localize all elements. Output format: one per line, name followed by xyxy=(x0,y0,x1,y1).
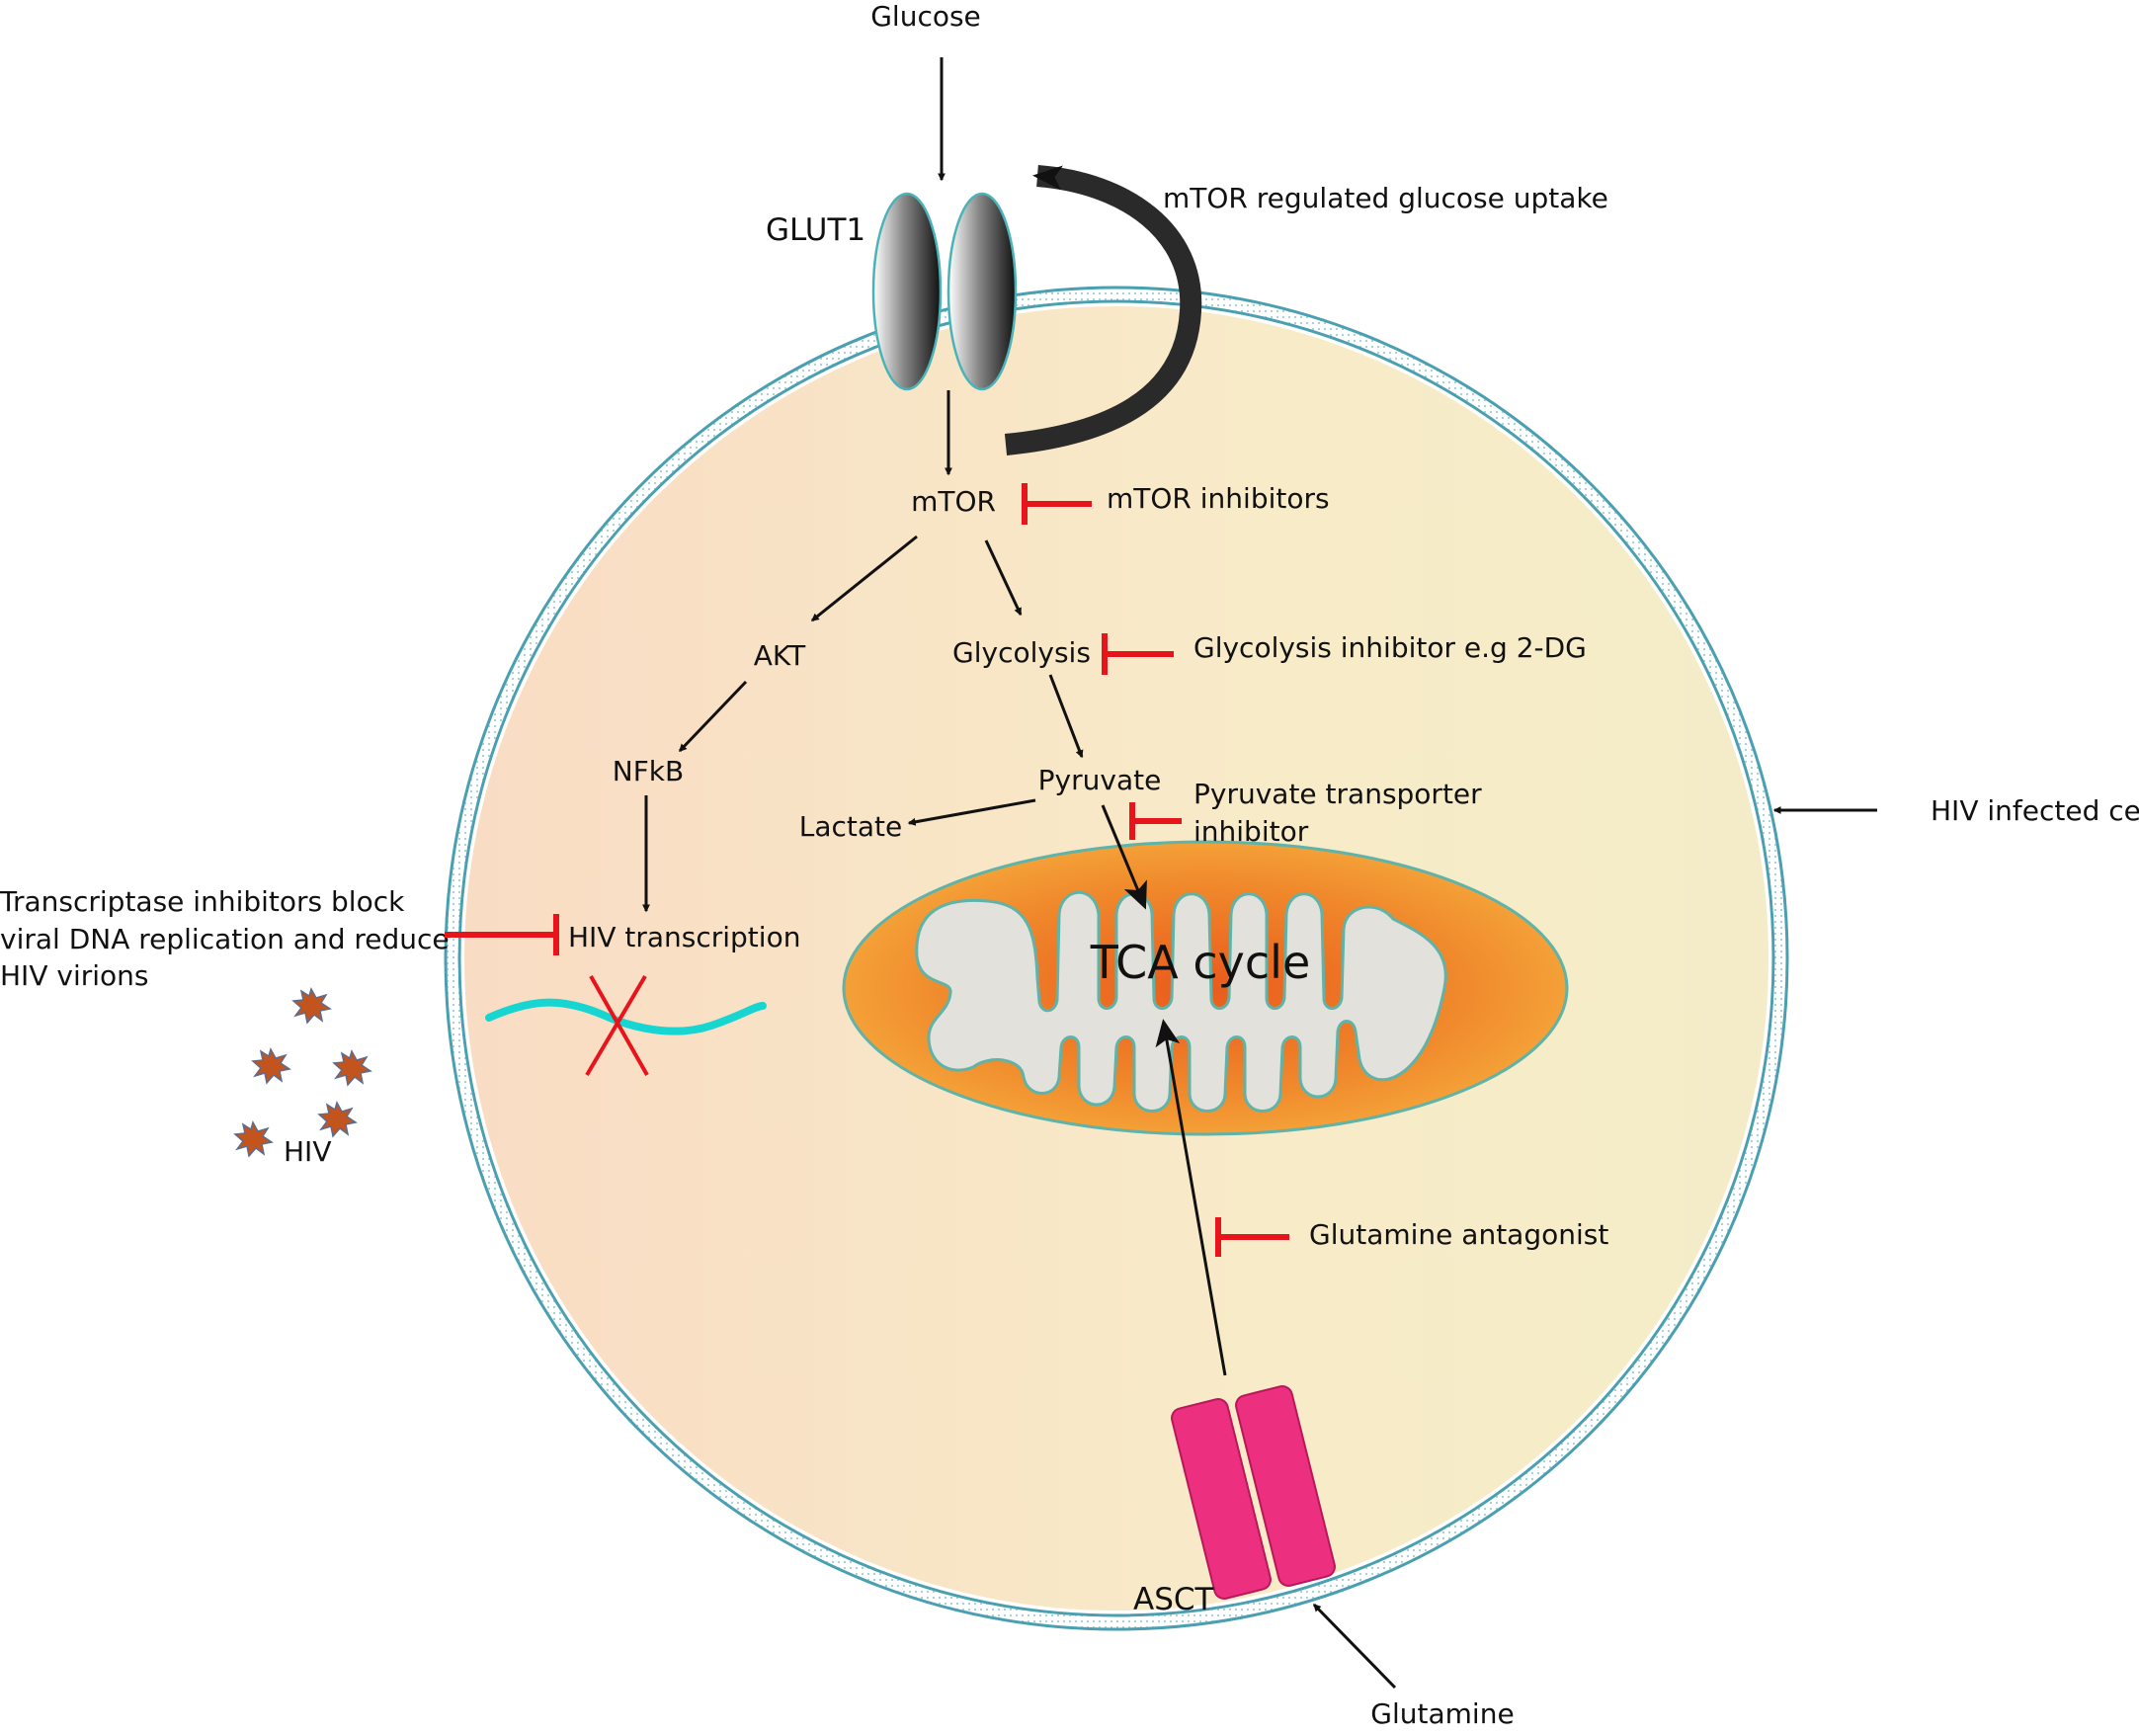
nfkb-label: NFkB xyxy=(613,755,684,787)
glycolysis-inhibitor-bar xyxy=(1102,633,1174,675)
hiv-label: HIV xyxy=(284,1135,331,1168)
glut1-transporter-icon xyxy=(871,192,1018,391)
glucose-label: Glucose xyxy=(870,0,981,33)
glutamine-to-tca-arrow xyxy=(1155,1019,1227,1376)
glutamine-to-asct-arrow xyxy=(1312,1603,1397,1690)
akt-to-nfkb-arrow xyxy=(678,680,748,753)
hiv-virion-icon xyxy=(251,1047,291,1085)
transcriptase-inhibitors-label: Transcriptase inhibitors block viral DNA… xyxy=(0,885,458,992)
asct-transporter-icon xyxy=(1171,1385,1336,1600)
mtor-to-glycolysis-arrow xyxy=(984,539,1023,617)
transcriptase-inhibitors-line-3: HIV virions xyxy=(0,959,148,992)
viral-rna-icon xyxy=(485,998,767,1035)
hiv-virion-icon xyxy=(291,987,332,1025)
pyruvate-label: Pyruvate xyxy=(1038,764,1162,796)
glutamine-antagonist-label: Glutamine antagonist xyxy=(1309,1218,1608,1251)
asct-label: ASCT xyxy=(1133,1582,1215,1617)
glut1-label: GLUT1 xyxy=(766,212,865,248)
transcriptase-inhibitors-line-1: Transcriptase inhibitors block xyxy=(0,885,405,918)
blocked-cross-icon xyxy=(585,974,649,1077)
mtor-regulated-uptake-label: mTOR regulated glucose uptake xyxy=(1163,182,1608,214)
hiv-virion-icon xyxy=(317,1101,358,1138)
hiv-transcription-label: HIV transcription xyxy=(568,921,800,953)
lactate-label: Lactate xyxy=(799,810,903,843)
transcriptase-inhibitors-line-2: viral DNA replication and reduce xyxy=(0,923,450,955)
pyruvate-transporter-inhibitor-line-2: inhibitor xyxy=(1193,815,1309,848)
glycolysis-label: Glycolysis xyxy=(952,636,1091,669)
mtor-feedback-arrow xyxy=(1004,165,1202,455)
cell-membrane-bilayer xyxy=(447,289,1786,1628)
pyruvate-transporter-inhibitor-label: Pyruvate transporter inhibitor xyxy=(1193,778,1491,848)
hiv-infected-cell-label: HIV infected cell xyxy=(1931,794,2139,827)
hiv-virion-icon xyxy=(332,1049,372,1087)
cell-membrane-outer xyxy=(444,286,1789,1631)
pyruvate-to-lactate-arrow xyxy=(907,798,1036,826)
mitochondrion-cristae xyxy=(915,890,1447,1113)
glycolysis-to-pyruvate-arrow xyxy=(1048,674,1084,759)
pyruvate-to-tca-arrow xyxy=(1101,804,1147,910)
mitochondrion-icon: TCA cycle xyxy=(842,840,1569,1136)
mtor-inhibitors-label: mTOR inhibitors xyxy=(1107,482,1330,515)
cell-membrane-inner xyxy=(457,299,1775,1617)
glycolysis-inhibitor-label: Glycolysis inhibitor e.g 2-DG xyxy=(1193,631,1587,664)
akt-label: AKT xyxy=(754,639,806,672)
transcriptase-inhibitor-bar xyxy=(445,914,559,955)
glutamine-label: Glutamine xyxy=(1370,1697,1514,1730)
mtor-to-akt-arrow xyxy=(810,535,918,622)
hiv-virion-icon xyxy=(233,1120,274,1158)
pyruvate-transporter-inhibitor-bar xyxy=(1129,802,1182,840)
hiv-virions xyxy=(233,987,372,1158)
mtor-label: mTOR xyxy=(911,485,996,518)
tca-cycle-label: TCA cycle xyxy=(1090,936,1311,989)
mtor-inhibitor-bar xyxy=(1022,483,1092,525)
pyruvate-transporter-inhibitor-line-1: Pyruvate transporter xyxy=(1193,778,1482,810)
glutamine-antagonist-bar xyxy=(1215,1217,1289,1257)
